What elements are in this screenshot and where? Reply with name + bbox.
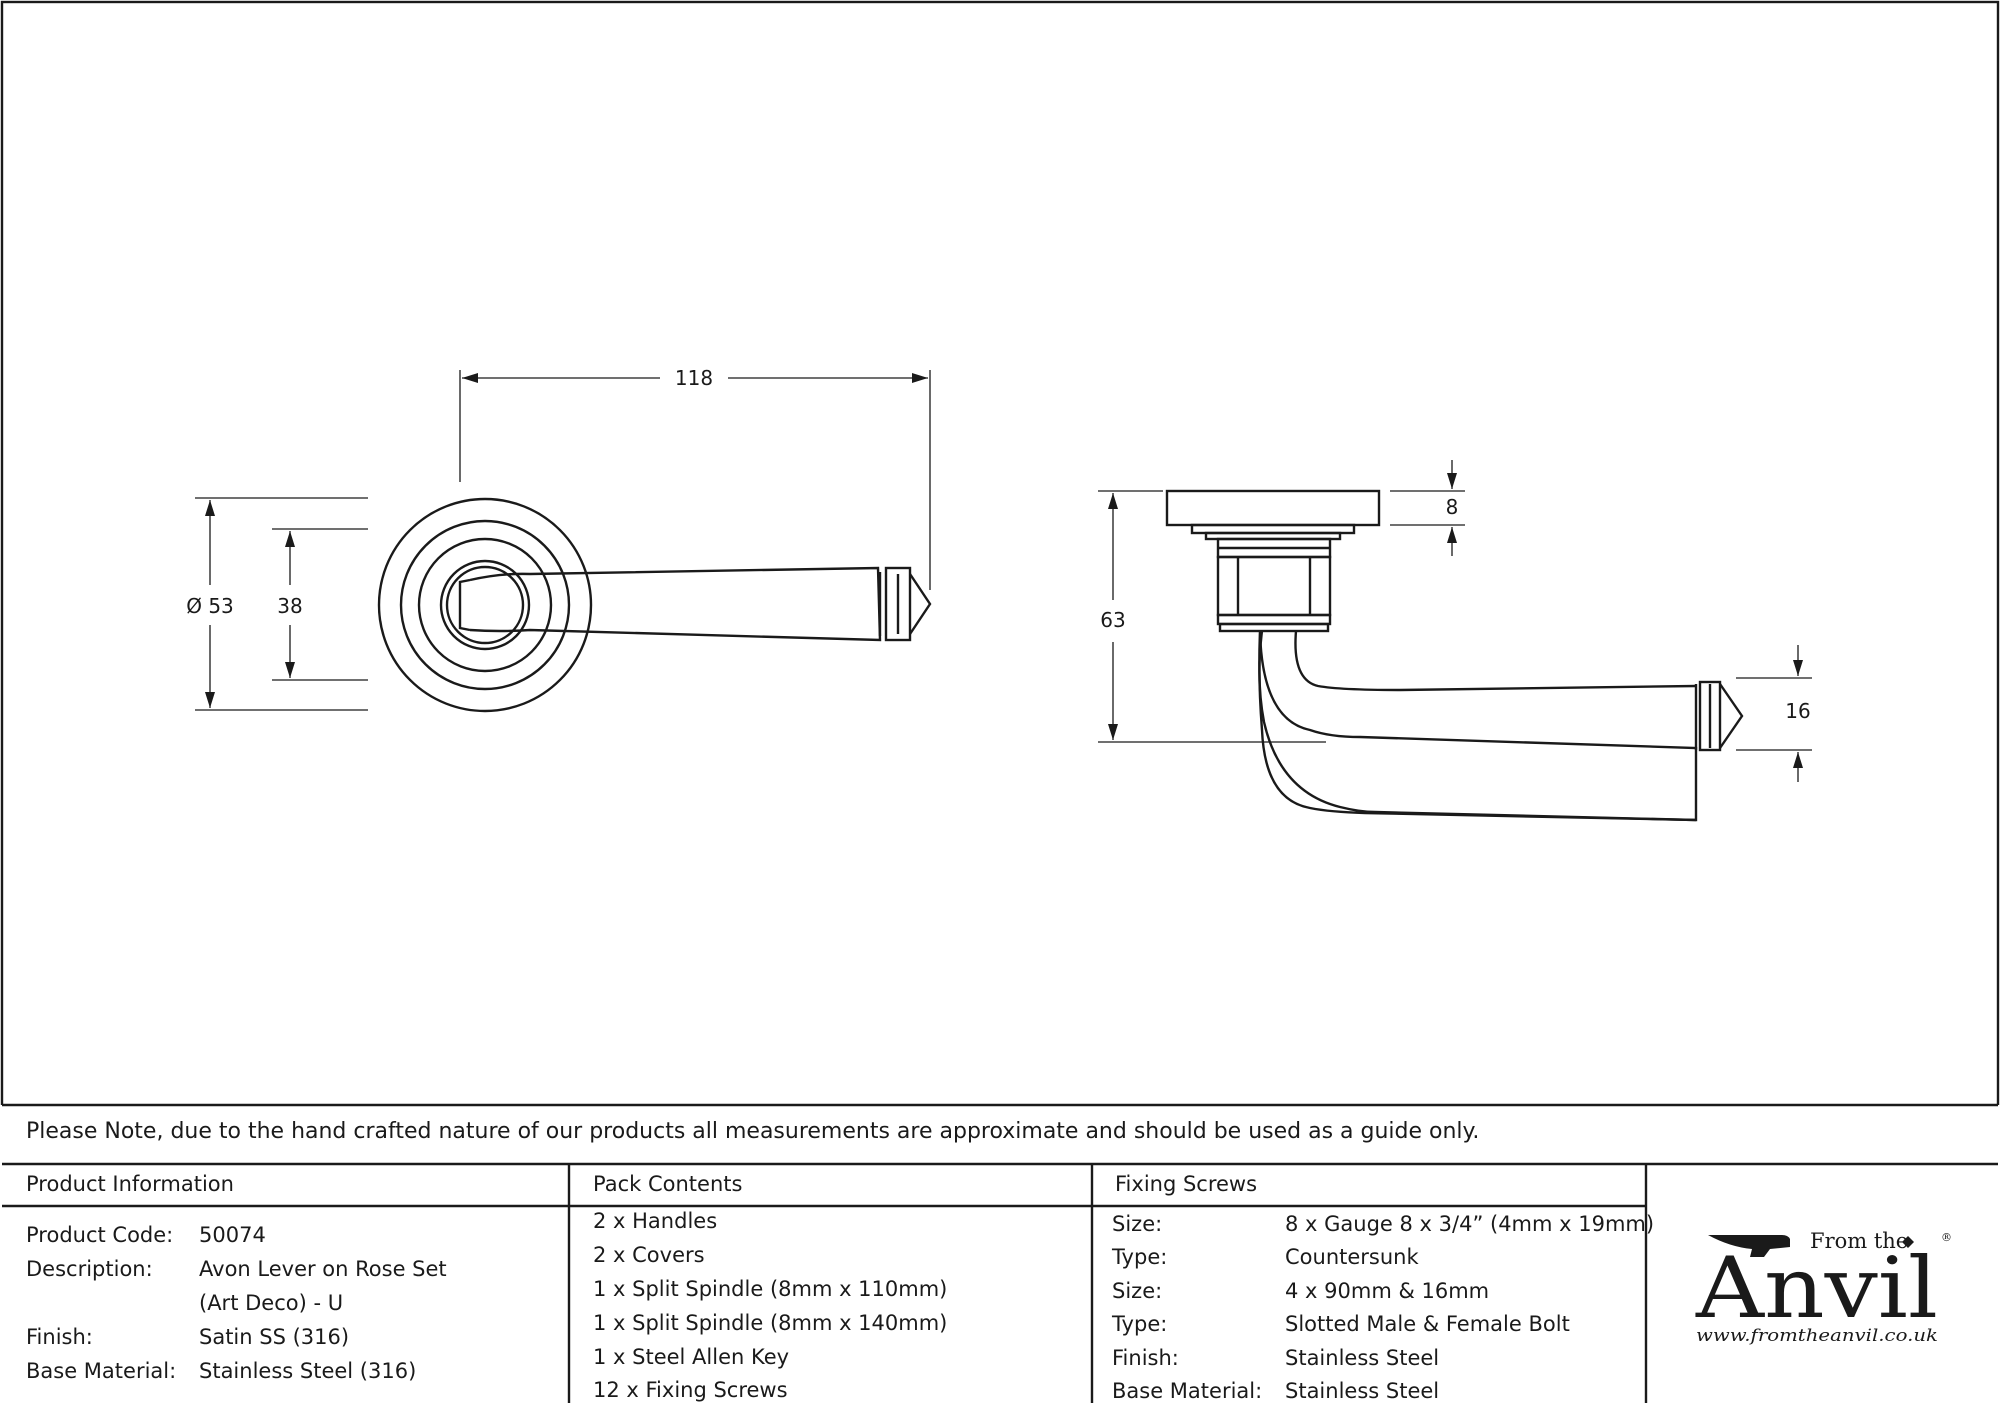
- dim-16-arrow-bottom: [1793, 752, 1803, 768]
- pack-item: 12 x Fixing Screws: [593, 1378, 788, 1402]
- dim-118-arrow-right: [912, 373, 928, 383]
- dim-118-arrow-left: [462, 373, 478, 383]
- dim-8-arrow-bottom: [1447, 527, 1457, 543]
- boss-base: [1218, 622, 1330, 633]
- pack-contents-heading: Pack Contents: [593, 1172, 743, 1196]
- dim-8-arrow-top: [1447, 473, 1457, 489]
- description-value: Avon Lever on Rose Set: [199, 1257, 447, 1281]
- dim-53-arrow-top: [205, 500, 215, 516]
- dim-63-arrow-top: [1108, 493, 1118, 509]
- screw-finish-value: Stainless Steel: [1285, 1346, 1440, 1370]
- rose-outer-ring: [377, 497, 593, 713]
- registered-mark: ®: [1941, 1231, 1952, 1244]
- boss-collar: [1216, 613, 1332, 626]
- sheet-border: [0, 0, 2000, 1105]
- screw-base-material-label: Base Material:: [1112, 1379, 1263, 1403]
- lever-tip: [909, 573, 932, 635]
- logo-from-the: From the: [1810, 1229, 1908, 1253]
- dim-53-label: Ø 53: [186, 594, 234, 618]
- product-code-value: 50074: [199, 1223, 266, 1247]
- base-material-value: Stainless Steel (316): [199, 1359, 417, 1383]
- product-information-heading: Product Information: [26, 1172, 234, 1196]
- screw-finish-label: Finish:: [1112, 1346, 1179, 1370]
- description-value-line-2: (Art Deco) - U: [199, 1291, 344, 1315]
- bolt-type-label: Type:: [1112, 1312, 1168, 1336]
- dim-16-arrow-top: [1793, 660, 1803, 676]
- dim-16-label: 16: [1785, 699, 1810, 723]
- lever-side-body-fill: [1258, 630, 1698, 822]
- dim-38-label: 38: [277, 594, 302, 618]
- lever-side-upper-edge: [1294, 630, 1697, 692]
- screw-type-value: Countersunk: [1285, 1245, 1419, 1269]
- screw-type-label: Type:: [1112, 1245, 1168, 1269]
- pack-item: 1 x Split Spindle (8mm x 140mm): [593, 1311, 948, 1335]
- measurement-note: Please Note, due to the hand crafted nat…: [26, 1119, 1480, 1144]
- pack-item: 1 x Steel Allen Key: [593, 1345, 790, 1369]
- lever-side-lower-edge: [1258, 630, 1697, 822]
- bolt-size-value: 4 x 90mm & 16mm: [1285, 1279, 1490, 1303]
- lever-side-tip: [1719, 683, 1744, 749]
- rose-boss-inner: [445, 565, 525, 645]
- pack-item: 2 x Covers: [593, 1243, 705, 1267]
- rose-plate: [1165, 489, 1381, 527]
- screw-base-material-value: Stainless Steel: [1285, 1379, 1440, 1403]
- side-view: 63 8 16: [1098, 460, 1812, 822]
- boss-body: [1216, 555, 1332, 617]
- dim-38-arrow-bottom: [285, 662, 295, 678]
- front-view: 118 Ø 53 38: [186, 366, 932, 713]
- bolt-size-label: Size:: [1112, 1279, 1163, 1303]
- bolt-type-value: Slotted Male & Female Bolt: [1285, 1312, 1570, 1336]
- rose-second-ring: [399, 519, 571, 691]
- lever-body: [469, 566, 882, 642]
- pack-item: 2 x Handles: [593, 1209, 718, 1233]
- anvil-icon: [1708, 1235, 1790, 1257]
- screw-size-value: 8 x Gauge 8 x 3/4” (4mm x 19mm): [1285, 1212, 1655, 1236]
- diamond-icon: [1902, 1236, 1914, 1248]
- lever-root: [458, 578, 471, 632]
- dim-38-arrow-top: [285, 531, 295, 547]
- pack-item: 1 x Split Spindle (8mm x 110mm): [593, 1277, 948, 1301]
- rose-third-ring: [417, 537, 553, 673]
- dim-118-label: 118: [675, 366, 713, 390]
- dim-63-arrow-bottom: [1108, 724, 1118, 740]
- from-the-anvil-logo: From the ® Anvil www.fromtheanvil.co.uk: [1695, 1229, 1952, 1345]
- screw-size-label: Size:: [1112, 1212, 1163, 1236]
- product-code-label: Product Code:: [26, 1223, 174, 1247]
- dim-53-arrow-bottom: [205, 692, 215, 708]
- logo-brand: Anvil: [1695, 1239, 1938, 1337]
- description-label: Description:: [26, 1257, 153, 1281]
- rose-step-1: [1190, 523, 1356, 535]
- dim-63-label: 63: [1100, 608, 1125, 632]
- base-material-label: Base Material:: [26, 1359, 177, 1383]
- lever-collar: [884, 566, 912, 642]
- lever-side-collar: [1698, 680, 1722, 752]
- finish-value: Satin SS (316): [199, 1325, 350, 1349]
- finish-label: Finish:: [26, 1325, 93, 1349]
- dim-8-label: 8: [1446, 495, 1459, 519]
- rose-boss-outer: [439, 559, 531, 651]
- technical-drawing: 118 Ø 53 38: [0, 0, 2000, 1105]
- fixing-screws-heading: Fixing Screws: [1115, 1172, 1258, 1196]
- logo-url: www.fromtheanvil.co.uk: [1696, 1326, 1938, 1345]
